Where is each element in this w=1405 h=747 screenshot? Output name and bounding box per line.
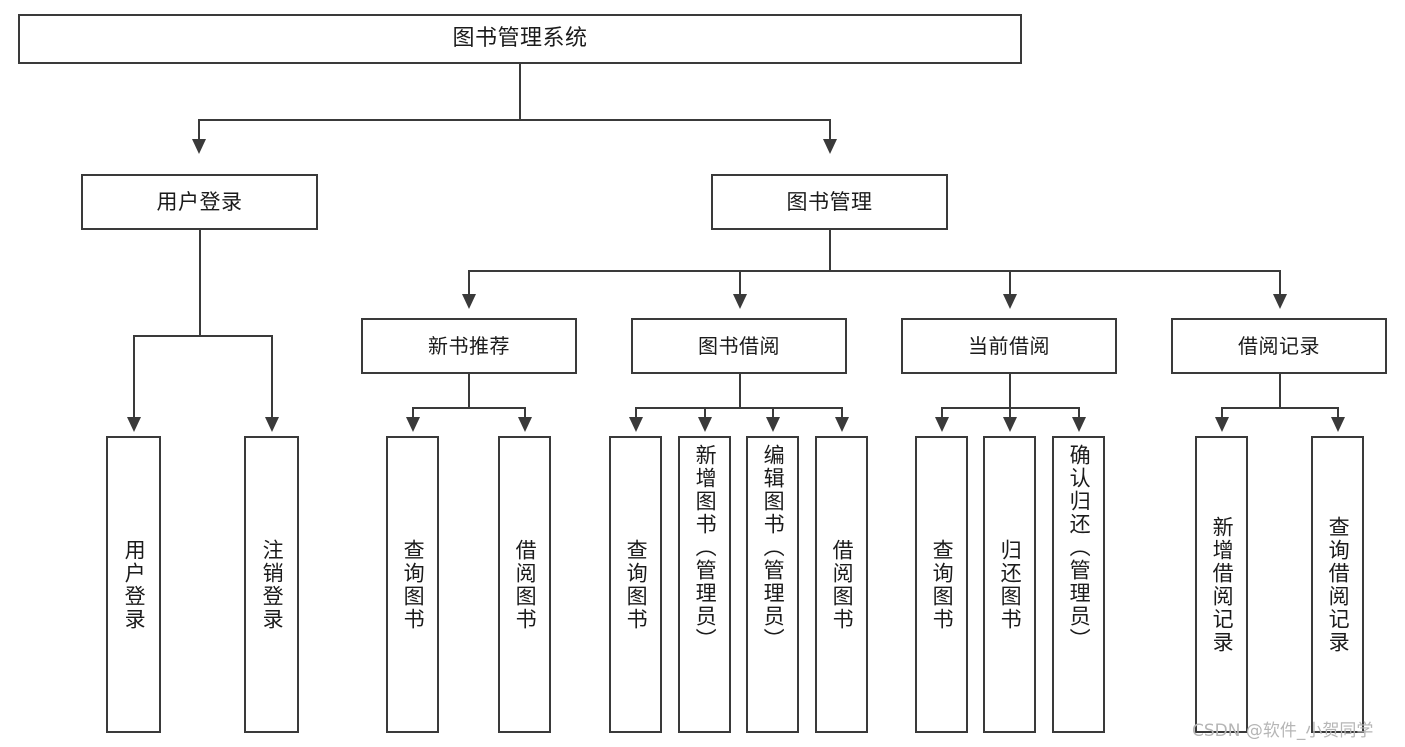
arrow-to-recommend-leaf-1 <box>406 417 420 432</box>
node-book-manage-label: 图书管理 <box>786 189 873 214</box>
node-book-borrow-label: 图书借阅 <box>698 333 780 358</box>
leaf-recommend-query-book[interactable]: 查询图书 <box>386 436 439 733</box>
connector-user-login-drop-2 <box>271 335 273 419</box>
connector-borrow-drop-3 <box>772 407 774 419</box>
connector-user-login-stem <box>199 230 201 335</box>
leaf-borrow-borrow-book-label: 借阅图书 <box>830 538 855 631</box>
connector-user-login-bus <box>133 335 273 337</box>
arrow-to-current-leaf-3 <box>1072 417 1086 432</box>
node-new-book-recommend[interactable]: 新书推荐 <box>361 318 577 374</box>
connector-level3-drop-3 <box>1009 270 1011 296</box>
connector-borrow-stem <box>739 374 741 407</box>
leaf-borrow-add-book-label: 新增图书（管理员） <box>693 444 718 651</box>
leaf-current-query-book-label: 查询图书 <box>930 538 955 631</box>
node-book-borrow[interactable]: 图书借阅 <box>631 318 847 374</box>
leaf-record-add-label: 新增借阅记录 <box>1210 515 1235 654</box>
connector-borrow-bus <box>635 407 843 409</box>
arrow-to-user-login <box>192 139 206 154</box>
arrow-to-borrow-leaf-4 <box>835 417 849 432</box>
leaf-current-query-book[interactable]: 查询图书 <box>915 436 968 733</box>
leaf-user-login-label: 用户登录 <box>122 538 147 631</box>
connector-current-stem <box>1009 374 1011 407</box>
connector-level3-drop-1 <box>468 270 470 296</box>
leaf-record-query-label: 查询借阅记录 <box>1326 515 1351 654</box>
connector-borrow-drop-2 <box>704 407 706 419</box>
connector-recommend-drop-1 <box>412 407 414 419</box>
connector-level3-drop-2 <box>739 270 741 296</box>
arrow-to-book-manage <box>823 139 837 154</box>
leaf-logout-label: 注销登录 <box>260 538 285 631</box>
connector-record-drop-1 <box>1221 407 1223 419</box>
arrow-to-login-leaf-1 <box>127 417 141 432</box>
arrow-to-borrow-record <box>1273 294 1287 309</box>
connector-record-bus <box>1221 407 1339 409</box>
connector-level3-drop-4 <box>1279 270 1281 296</box>
leaf-current-confirm-return[interactable]: 确认归还（管理员） <box>1052 436 1105 733</box>
connector-current-drop-1 <box>941 407 943 419</box>
node-current-borrow[interactable]: 当前借阅 <box>901 318 1117 374</box>
leaf-borrow-query-book-label: 查询图书 <box>624 538 649 631</box>
leaf-logout[interactable]: 注销登录 <box>244 436 299 733</box>
arrow-to-record-leaf-2 <box>1331 417 1345 432</box>
connector-borrow-drop-1 <box>635 407 637 419</box>
node-new-book-recommend-label: 新书推荐 <box>428 333 510 358</box>
arrow-to-new-book-recommend <box>462 294 476 309</box>
connector-user-login-drop-1 <box>133 335 135 419</box>
leaf-current-return-book-label: 归还图书 <box>998 538 1023 631</box>
connector-borrow-drop-4 <box>841 407 843 419</box>
node-user-login-label: 用户登录 <box>156 189 243 214</box>
arrow-to-borrow-leaf-2 <box>698 417 712 432</box>
leaf-borrow-edit-book[interactable]: 编辑图书（管理员） <box>746 436 799 733</box>
node-root-label: 图书管理系统 <box>452 26 588 52</box>
arrow-to-login-leaf-2 <box>265 417 279 432</box>
connector-current-drop-2 <box>1009 407 1011 419</box>
node-borrow-record[interactable]: 借阅记录 <box>1171 318 1387 374</box>
arrow-to-current-leaf-1 <box>935 417 949 432</box>
arrow-to-recommend-leaf-2 <box>518 417 532 432</box>
leaf-borrow-borrow-book[interactable]: 借阅图书 <box>815 436 868 733</box>
connector-current-drop-3 <box>1078 407 1080 419</box>
leaf-borrow-add-book[interactable]: 新增图书（管理员） <box>678 436 731 733</box>
connector-recommend-drop-2 <box>524 407 526 419</box>
connector-record-stem <box>1279 374 1281 407</box>
leaf-borrow-query-book[interactable]: 查询图书 <box>609 436 662 733</box>
arrow-to-current-leaf-2 <box>1003 417 1017 432</box>
connector-root-stem <box>519 64 521 119</box>
connector-level2-bus <box>198 119 831 121</box>
connector-level2-drop-right <box>829 119 831 141</box>
node-root-system[interactable]: 图书管理系统 <box>18 14 1022 64</box>
connector-record-drop-2 <box>1337 407 1339 419</box>
connector-level3-bus <box>468 270 1280 272</box>
leaf-recommend-borrow-book[interactable]: 借阅图书 <box>498 436 551 733</box>
arrow-to-record-leaf-1 <box>1215 417 1229 432</box>
arrow-to-borrow-leaf-3 <box>766 417 780 432</box>
leaf-recommend-borrow-book-label: 借阅图书 <box>513 538 538 631</box>
node-user-login[interactable]: 用户登录 <box>81 174 318 230</box>
leaf-borrow-edit-book-label: 编辑图书（管理员） <box>761 444 786 651</box>
connector-book-manage-stem <box>829 230 831 270</box>
leaf-current-return-book[interactable]: 归还图书 <box>983 436 1036 733</box>
node-borrow-record-label: 借阅记录 <box>1238 333 1320 358</box>
connector-recommend-stem <box>468 374 470 407</box>
node-current-borrow-label: 当前借阅 <box>968 333 1050 358</box>
leaf-record-add[interactable]: 新增借阅记录 <box>1195 436 1248 733</box>
arrow-to-borrow-leaf-1 <box>629 417 643 432</box>
connector-recommend-bus <box>412 407 526 409</box>
node-book-manage[interactable]: 图书管理 <box>711 174 948 230</box>
leaf-record-query[interactable]: 查询借阅记录 <box>1311 436 1364 733</box>
leaf-recommend-query-book-label: 查询图书 <box>401 538 426 631</box>
leaf-current-confirm-return-label: 确认归还（管理员） <box>1067 444 1092 651</box>
connector-level2-drop-left <box>198 119 200 141</box>
arrow-to-book-borrow <box>733 294 747 309</box>
arrow-to-current-borrow <box>1003 294 1017 309</box>
leaf-user-login[interactable]: 用户登录 <box>106 436 161 733</box>
